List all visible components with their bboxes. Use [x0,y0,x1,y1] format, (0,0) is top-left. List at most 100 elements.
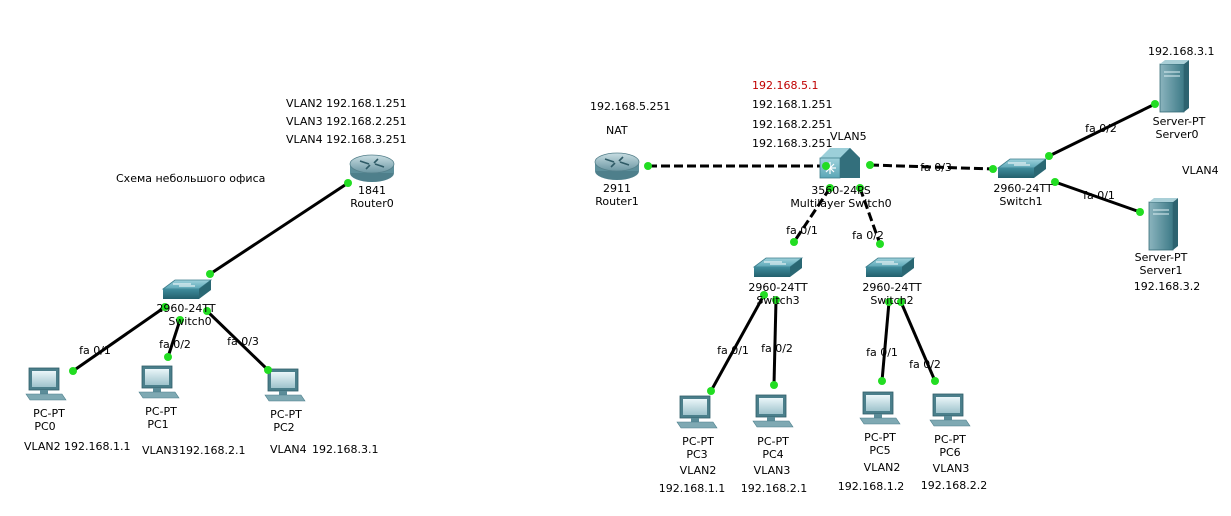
pc0-pc-icon[interactable] [25,367,67,401]
port-status-indicator [1045,152,1053,160]
pc4-pc-icon[interactable] [752,394,794,428]
pc4-model-label: PC-PT [757,435,789,448]
mls-name-label: Multilayer Switch0 [790,197,892,210]
switch1-port-server1: fa 0/1 [1083,189,1115,202]
switch0-pc0-link[interactable] [72,305,166,373]
pc2-vlan-label: VLAN4 [270,443,307,456]
port-status-indicator [1151,100,1159,108]
pc2-ip-label: 192.168.3.1 [312,443,379,456]
port-status-indicator [931,377,939,385]
switch0-model-label: 2960-24TT [156,302,216,315]
switch0-port-pc0: fa 0/1 [79,344,111,357]
switch0-port-pc2: fa 0/3 [227,335,259,348]
port-status-indicator [826,184,834,192]
switch0-router0-link[interactable] [209,181,349,276]
port-status-indicator [897,298,905,306]
port-status-indicator [206,270,214,278]
mls-ip-red-label: 192.168.5.1 [752,79,819,92]
switch2-switch-icon[interactable] [865,257,915,278]
pc1-model-label: PC-PT [145,405,177,418]
pc3-name-label: PC3 [686,448,708,461]
switch1-server1-link[interactable] [1054,180,1141,214]
switch1-server0-link[interactable] [1048,102,1156,158]
switch0-port-pc1: fa 0/2 [159,338,191,351]
server0-server-icon[interactable] [1159,59,1190,113]
pc6-name-label: PC6 [939,446,961,459]
switch2-name-label: Switch2 [870,294,914,307]
mls-switch3-link[interactable] [792,187,832,243]
port-status-indicator [344,179,352,187]
pc4-name-label: PC4 [762,448,784,461]
server1-model-label: Server-PT [1134,251,1188,264]
port-status-indicator [164,353,172,361]
router0-vlan4-label: VLAN4 192.168.3.251 [286,133,407,146]
server0-name-label: Server0 [1155,128,1199,141]
port-status-indicator [760,291,768,299]
server0-ip-label: 192.168.3.1 [1148,45,1215,58]
pc1-pc-icon[interactable] [138,365,180,399]
router0-vlan2-label: VLAN2 192.168.1.251 [286,97,407,110]
pc6-model-label: PC-PT [934,433,966,446]
switch3-pc4-link[interactable] [772,299,778,386]
mls-switch2-link[interactable] [858,187,882,245]
port-status-indicator [1136,208,1144,216]
pc0-model-label: PC-PT [33,407,65,420]
pc5-model-label: PC-PT [864,431,896,444]
port-status-indicator [885,298,893,306]
pc4-ip-label: 192.168.2.1 [740,482,808,495]
pc6-vlan-label: VLAN3 [932,462,970,475]
mls-ip1-label: 192.168.1.251 [752,98,833,111]
port-status-indicator [161,303,169,311]
server0-model-label: Server-PT [1152,115,1206,128]
pc3-model-label: PC-PT [682,435,714,448]
port-indicators-layer [69,100,1159,395]
switch2-pc6-link[interactable] [899,301,937,382]
switch1-switch-icon[interactable] [997,158,1047,179]
pc2-model-label: PC-PT [270,408,302,421]
port-status-indicator [790,238,798,246]
switch2-port-pc5: fa 0/1 [866,346,898,359]
router1-router-icon[interactable] [594,152,640,181]
port-status-indicator [707,387,715,395]
pc3-vlan-label: VLAN2 [679,464,717,477]
pc6-pc-icon[interactable] [929,393,971,427]
router0-model-label: 1841 [358,184,386,197]
switch3-pc3-link[interactable] [709,294,766,392]
mls-ip3-label: 192.168.3.251 [752,137,833,150]
switch1-uplink-port: fa 0/3 [920,161,952,174]
router1-ip-label: 192.168.5.251 [590,100,671,113]
switch0-pc1-link[interactable] [166,319,182,358]
switch2-pc5-link[interactable] [880,301,891,382]
switch3-uplink-port: fa 0/1 [786,224,818,237]
switch0-pc2-link[interactable] [205,309,270,372]
port-status-indicator [203,307,211,315]
port-status-indicator [772,296,780,304]
switch3-switch-icon[interactable] [753,257,803,278]
switch2-port-pc6: fa 0/2 [909,358,941,371]
switch0-switch-icon[interactable] [162,279,212,300]
switch0-name-label: Switch0 [168,315,212,328]
port-status-indicator [644,162,652,170]
pc5-name-label: PC5 [869,444,891,457]
port-status-indicator [856,184,864,192]
server1-ip-label: 192.168.3.2 [1133,280,1201,293]
router0-name-label: Router0 [350,197,394,210]
links-layer [72,102,1156,392]
port-status-indicator [770,381,778,389]
pc4-vlan-label: VLAN3 [753,464,791,477]
pc5-vlan-label: VLAN2 [863,461,901,474]
pc5-pc-icon[interactable] [859,391,901,425]
pc5-ip-label: 192.168.1.2 [837,480,905,493]
mls-ip2-label: 192.168.2.251 [752,118,833,131]
pc3-pc-icon[interactable] [676,395,718,429]
switch1-name-label: Switch1 [999,195,1043,208]
server1-server-icon[interactable] [1148,197,1179,251]
port-status-indicator [69,367,77,375]
router0-router-icon[interactable] [349,154,395,183]
port-status-indicator [876,240,884,248]
router1-name-label: Router1 [595,195,639,208]
pc1-ip-label: 192.168.2.1 [179,444,246,457]
port-status-indicator [822,162,830,170]
mls-switch1-link[interactable] [869,163,994,171]
pc2-pc-icon[interactable] [264,368,306,402]
